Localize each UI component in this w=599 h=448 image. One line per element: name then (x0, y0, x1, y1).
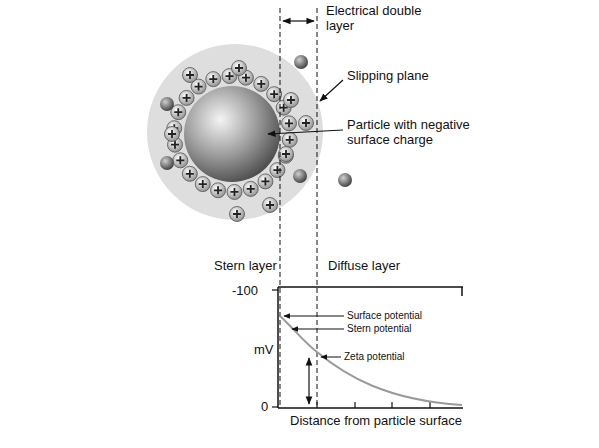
potential-label: Stern potential (347, 323, 412, 335)
potential-label: Zeta potential (344, 351, 405, 363)
x-axis (278, 407, 463, 409)
leader (320, 80, 343, 101)
positive-ion (227, 184, 242, 199)
region-label: Diffuse layer (328, 259, 400, 274)
tick (429, 402, 430, 408)
callout-label: Particle with negative surface charge (347, 118, 497, 148)
positive-ion (165, 127, 180, 142)
tick (272, 406, 278, 407)
positive-ion (206, 72, 221, 87)
counter-ion (160, 156, 174, 170)
width-arrow (283, 20, 314, 21)
callout-label: Slipping plane (347, 69, 429, 84)
tick (272, 289, 278, 290)
counter-ion (294, 55, 308, 69)
region-label: Stern layer (214, 259, 277, 274)
counter-ion (160, 97, 174, 111)
leader (292, 329, 344, 330)
potential-label: Surface potential (347, 310, 422, 322)
positive-ion (299, 116, 314, 131)
leader (268, 130, 343, 134)
zeta-arrow (308, 358, 309, 404)
counter-ion (293, 169, 307, 183)
positive-ion (284, 93, 299, 108)
bracket-end (461, 287, 463, 296)
axis-tick-label: -100 (232, 284, 258, 299)
top-frame (278, 286, 463, 288)
positive-ion (173, 153, 188, 168)
positive-ion (230, 207, 245, 222)
positive-ion (282, 116, 297, 131)
positive-ion (195, 177, 210, 192)
axis-unit: mV (254, 343, 274, 358)
tick (354, 402, 355, 408)
axis-title: Distance from particle surface (290, 414, 462, 429)
counter-ion (338, 173, 352, 187)
positive-ion (270, 163, 285, 178)
potential-curve (280, 316, 462, 405)
positive-ion (254, 76, 269, 91)
ions (160, 55, 352, 222)
leader (321, 357, 341, 358)
axis-tick-label: 0 (261, 400, 268, 415)
positive-ion (279, 147, 294, 162)
leader (284, 316, 344, 317)
tick (316, 402, 317, 408)
particle (184, 86, 280, 182)
positive-ion (267, 87, 282, 102)
stern-plane (280, 8, 281, 408)
positive-ion (179, 90, 194, 105)
tick (391, 402, 392, 408)
positive-ion (232, 61, 247, 76)
positive-ion (183, 68, 198, 83)
title-label: Electrical double layer (326, 4, 438, 34)
positive-ion (211, 183, 226, 198)
y-axis (277, 287, 279, 408)
positive-ion (182, 166, 197, 181)
positive-ion (258, 174, 273, 189)
positive-ion (282, 132, 297, 147)
positive-ion (243, 181, 258, 196)
slipping-plane-line (317, 8, 318, 408)
positive-ion (263, 198, 278, 213)
